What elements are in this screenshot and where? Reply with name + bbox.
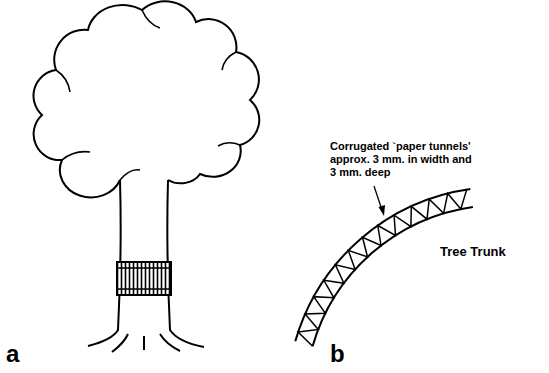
inner-arc	[313, 207, 473, 346]
leader-arrowhead	[379, 205, 386, 216]
tree-trunk	[88, 180, 204, 352]
tree-crown	[33, 1, 259, 197]
crown-detail	[56, 10, 240, 180]
figure-letter: a	[6, 342, 19, 366]
band-edge	[117, 288, 171, 290]
part-label: Tree Trunk	[440, 244, 506, 260]
callout-note: Corrugated `paper tunnels' approx. 3 mm.…	[330, 140, 480, 180]
band-edge	[117, 267, 171, 269]
corrugation	[298, 190, 467, 347]
paper-band	[117, 262, 171, 295]
figure-letter: b	[330, 342, 345, 366]
